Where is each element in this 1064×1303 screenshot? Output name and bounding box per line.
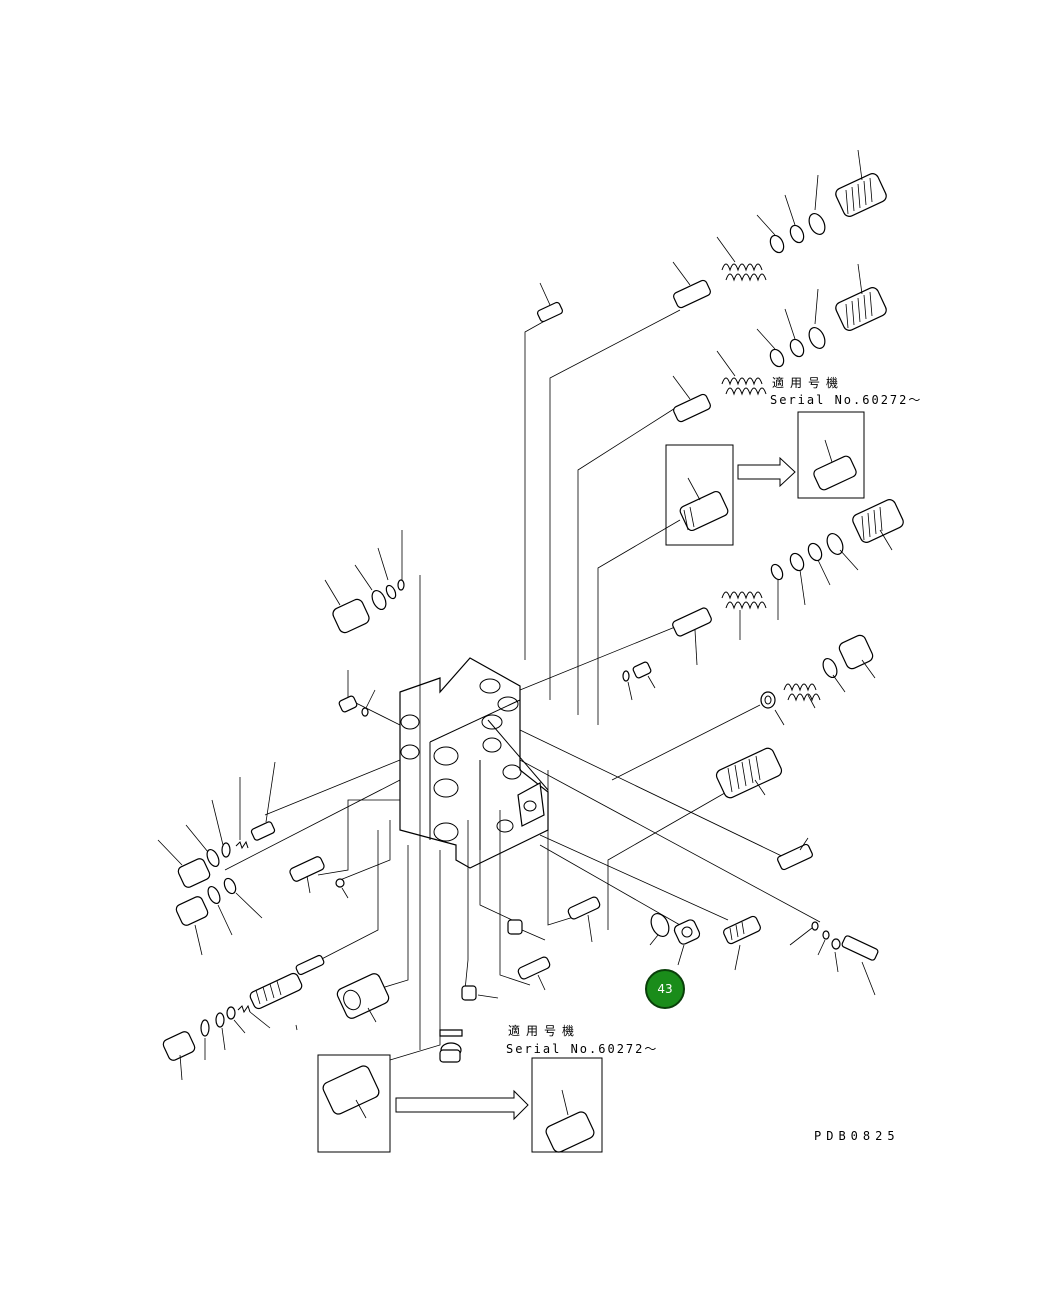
relief-valve-assembly-middle: [672, 263, 887, 423]
valve-body: [399, 657, 549, 869]
check-valve-assembly: [760, 634, 876, 726]
leader-lines: [224, 309, 821, 1061]
relief-valve-assembly-upper: [536, 149, 887, 323]
part-callout-43[interactable]: 43: [645, 969, 685, 1009]
serial-note-top: Serial No.60272～: [770, 393, 923, 407]
main-relief-valve: [715, 747, 813, 871]
drawing-code: PDB0825: [814, 1129, 900, 1143]
serial-note-bottom-jp: 適用号機: [508, 1024, 581, 1038]
bottom-right-parts: [649, 913, 879, 996]
serial-note-bottom: Serial No.60272～: [506, 1042, 659, 1056]
left-side-parts: [157, 530, 601, 1081]
callout-label: 43: [657, 982, 673, 996]
serial-note-top-jp: 適用号機: [772, 376, 845, 390]
serial-change-top: [665, 411, 865, 546]
relief-valve-assembly-lower: [622, 499, 904, 701]
serial-change-bottom: [317, 1054, 603, 1153]
